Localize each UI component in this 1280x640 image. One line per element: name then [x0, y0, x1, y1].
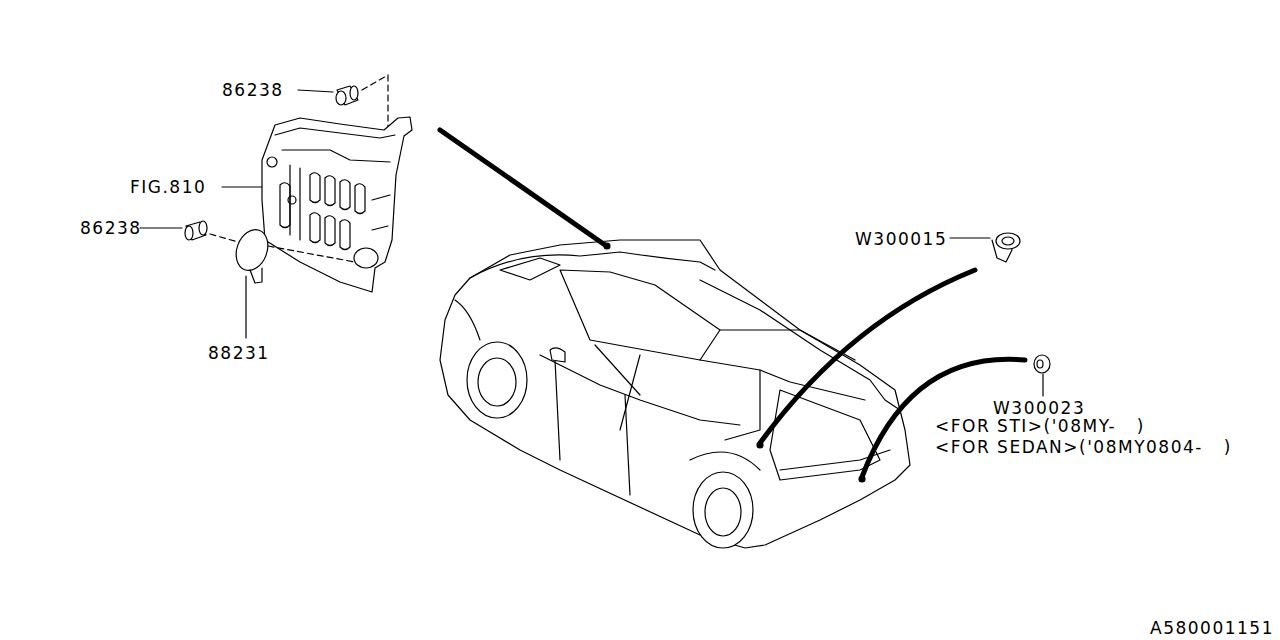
car-body [440, 240, 910, 548]
dashed-leader [268, 246, 355, 262]
leader-line [140, 227, 182, 228]
clip-part [336, 86, 358, 105]
grommet-part [1034, 355, 1050, 373]
dashed-leader [362, 75, 388, 128]
leader-line [1042, 374, 1043, 396]
callout-number: 86238 [222, 80, 284, 100]
location-dot [604, 243, 610, 249]
cap-part [231, 225, 274, 283]
leader-line [222, 186, 262, 187]
location-dot [859, 476, 865, 482]
applicability-note: <FOR STI>('08MY- ) [935, 416, 1145, 436]
location-line [440, 130, 605, 245]
grommet-part [992, 233, 1020, 262]
clip-part [185, 221, 207, 240]
location-dot [757, 442, 763, 448]
leader-line [298, 90, 333, 92]
leader-line [950, 237, 990, 238]
fender-liner [262, 117, 412, 292]
leader-line [245, 276, 246, 338]
dashed-leader [210, 234, 238, 242]
callout-number: 86238 [80, 218, 142, 238]
callout-number: 88231 [208, 343, 270, 363]
callout-number: W300015 [855, 229, 947, 249]
callout-number: W300023 [993, 398, 1085, 418]
applicability-note: <FOR SEDAN>('08MY0804- ) [935, 437, 1232, 457]
figure-reference: FIG.810 [130, 177, 206, 197]
diagram-code: A580001151 [1150, 618, 1274, 638]
